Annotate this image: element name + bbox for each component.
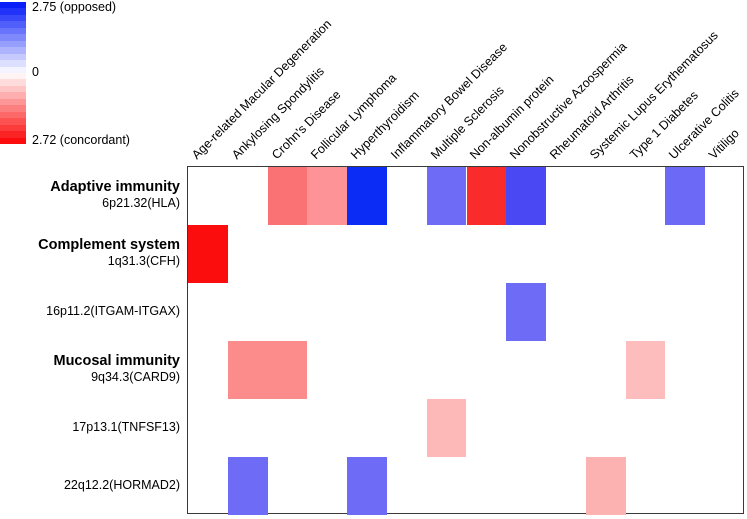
row-locus-2: 16p11.2(ITGAM-ITGAX) — [46, 303, 180, 318]
colorbar-segment — [0, 27, 26, 35]
colorbar-max-concordant-label: 2.72 (concordant) — [32, 133, 130, 147]
heatmap-plot-area — [187, 166, 744, 515]
row-locus-3: 9q34.3(CARD9) — [91, 370, 180, 384]
row-locus-0: 6p21.32(HLA) — [102, 196, 180, 210]
heatmap-cell — [625, 341, 666, 399]
column-header-12: Ulcerative Colitis — [666, 86, 743, 162]
heatmap-cell — [347, 457, 387, 515]
colorbar-segment — [0, 111, 26, 119]
colorbar-segment — [0, 92, 26, 99]
row-locus-1: 1q31.3(CFH) — [107, 254, 180, 268]
colorbar-segment — [0, 66, 26, 73]
heatmap-cell — [426, 399, 467, 457]
row-label-2: 16p11.2(ITGAM-ITGAX) — [46, 304, 180, 319]
row-label-5: 22q12.2(HORMAD2) — [64, 478, 180, 493]
row-locus-4: 17p13.1(TNFSF13) — [72, 419, 180, 434]
colorbar-gradient — [0, 2, 26, 144]
heatmap-cell — [347, 167, 387, 225]
colorbar-segment — [0, 124, 26, 132]
heatmap-cell — [188, 225, 228, 283]
colorbar-segment — [0, 60, 26, 67]
heatmap-cells — [188, 167, 743, 515]
colorbar-segment — [0, 47, 26, 54]
heatmap-cell — [506, 167, 547, 225]
heatmap-cell — [426, 167, 467, 225]
row-label-4: 17p13.1(TNFSF13) — [72, 420, 180, 435]
colorbar-segment — [0, 40, 26, 48]
colorbar-segment — [0, 53, 26, 61]
colorbar-segment — [0, 2, 26, 9]
heatmap-cell — [466, 167, 507, 225]
heatmap-cell — [665, 167, 706, 225]
column-header-0: Age-related Macular Degeneration — [189, 16, 335, 162]
colorbar-segment — [0, 137, 26, 144]
colorbar-segment — [0, 34, 26, 41]
colorbar-max-opposed-label: 2.75 (opposed) — [32, 0, 117, 14]
colorbar-segment — [0, 72, 26, 80]
heatmap-cell — [506, 283, 547, 341]
heatmap-cell — [267, 341, 308, 399]
colorbar-segment — [0, 85, 26, 93]
colorbar-segment — [0, 131, 26, 138]
colorbar-legend: 2.75 (opposed) 0 2.72 (concordant) — [0, 0, 180, 150]
colorbar-segment — [0, 14, 26, 22]
colorbar-segment — [0, 118, 26, 125]
colorbar-segment — [0, 21, 26, 28]
row-category-3: Mucosal immunity — [53, 353, 181, 369]
colorbar-zero-label: 0 — [32, 65, 39, 79]
heatmap-cell — [307, 167, 348, 225]
colorbar-segment — [0, 105, 26, 112]
column-header-13: Vitiligo — [706, 126, 743, 162]
column-header-2: Crohn's Disease — [268, 87, 344, 162]
row-locus-5: 22q12.2(HORMAD2) — [63, 477, 180, 492]
column-header-11: Type 1 Diabetes — [626, 88, 701, 162]
heatmap-cell — [585, 457, 626, 515]
row-category-1: Complement system — [38, 237, 180, 253]
row-category-0: Adaptive immunity — [50, 179, 180, 195]
colorbar-segment — [0, 8, 26, 15]
colorbar-segment — [0, 79, 26, 86]
heatmap-cell — [227, 457, 268, 515]
heatmap-cell — [227, 341, 268, 399]
colorbar-segment — [0, 98, 26, 106]
heatmap-cell — [267, 167, 308, 225]
